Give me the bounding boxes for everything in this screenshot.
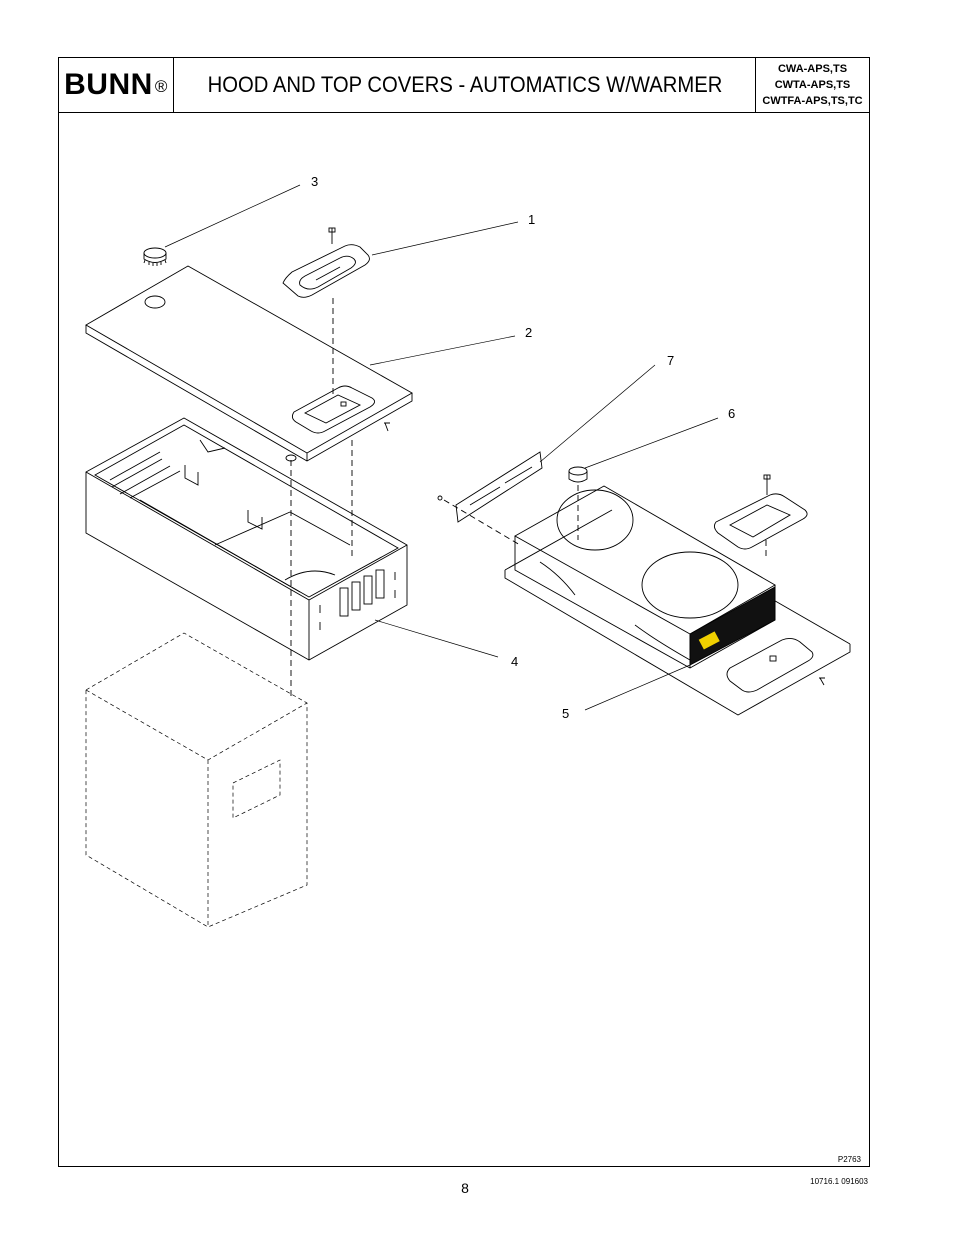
callout-4: 4 bbox=[511, 654, 518, 669]
cabinet-outline bbox=[85, 632, 308, 928]
top-cover-part-2 bbox=[85, 265, 413, 462]
page-number: 8 bbox=[461, 1180, 469, 1196]
warmer-assembly-part-5 bbox=[504, 485, 851, 716]
brand-logo: BUNN® bbox=[59, 58, 174, 112]
model-item: CWTFA-APS,TS,TC bbox=[762, 95, 863, 107]
cap-part-3 bbox=[143, 247, 167, 266]
page-title: HOOD AND TOP COVERS - AUTOMATICS W/WARME… bbox=[207, 72, 723, 97]
callout-5: 5 bbox=[562, 706, 569, 721]
drawing-code: P2763 bbox=[837, 1155, 861, 1164]
header: BUNN® HOOD AND TOP COVERS - AUTOMATICS W… bbox=[58, 57, 870, 113]
hood-box-part-4 bbox=[85, 417, 408, 700]
callout-2: 2 bbox=[525, 325, 532, 340]
lid-part-1 bbox=[282, 227, 370, 395]
brand-name: BUNN bbox=[64, 68, 153, 101]
model-list: CWA-APS,TS CWTA-APS,TS CWTFA-APS,TS,TC bbox=[755, 58, 869, 112]
side-lid bbox=[713, 474, 808, 560]
callout-3: 3 bbox=[311, 174, 318, 189]
callout-6: 6 bbox=[728, 406, 735, 421]
callout-labels: 3 1 2 7 6 4 5 bbox=[311, 174, 735, 721]
callout-1: 1 bbox=[528, 212, 535, 227]
registered-mark: ® bbox=[154, 77, 168, 96]
bracket-part-7 bbox=[437, 451, 543, 546]
leader-lines bbox=[164, 184, 719, 711]
model-item: CWA-APS,TS bbox=[777, 63, 848, 75]
knob-part-6 bbox=[568, 466, 588, 540]
callout-7: 7 bbox=[667, 353, 674, 368]
model-item: CWTA-APS,TS bbox=[774, 79, 851, 91]
document-number: 10716.1 091603 bbox=[810, 1177, 868, 1186]
